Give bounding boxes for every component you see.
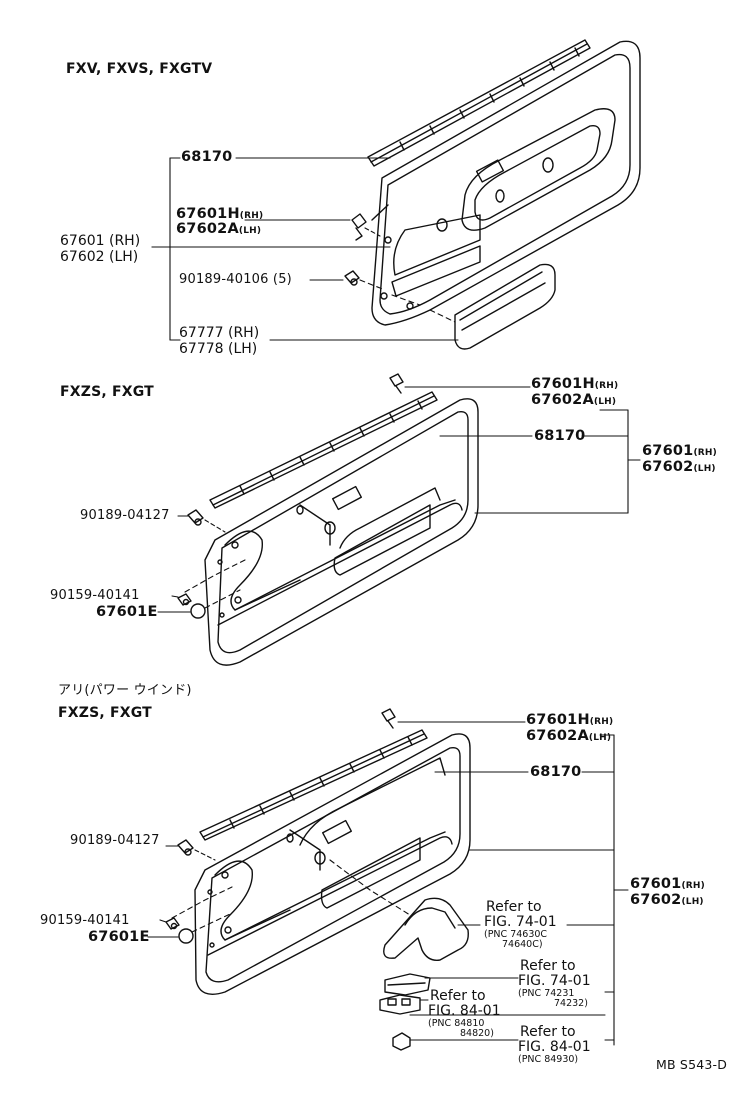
s3-callout-lines (147, 721, 629, 1046)
s3-ref-fig74-handle: Refer to FIG. 74-01 (PNC 74630C 74640C) (484, 900, 557, 950)
s3-ref3-pnc-b: 84820) (460, 1028, 494, 1039)
s3-model-header: FXZS, FXGT (58, 705, 152, 721)
s3-ref2-line1: Refer to (520, 958, 576, 974)
s2-part-67602-side: (LH) (693, 464, 716, 474)
s3-part-67601E: 67601E (88, 929, 150, 945)
s2-fasteners (177, 373, 404, 619)
s1-part-67601H: 67601H(RH) (176, 207, 263, 224)
s3-ref4-pnc-a: (PNC 84930) (518, 1054, 579, 1065)
s3-ref4-line1: Refer to (520, 1024, 576, 1040)
footer-drawing-code: MB S543-D (656, 1057, 728, 1072)
s2-part-90189: 90189-04127 (80, 508, 170, 523)
s1-part-67602A-side: (LH) (238, 226, 262, 236)
s2-part-68170: 68170 (534, 428, 586, 444)
section2-drawing (157, 373, 641, 666)
s3-ref3-pnc-a: (PNC 84810 (428, 1018, 485, 1029)
s2-part-67601: 67601(RH) (642, 444, 717, 461)
section3-drawing (147, 708, 629, 1051)
s3-ref1-line2: FIG. 74-01 (484, 914, 557, 930)
s3-ref1-pnc-a: (PNC 74630C (484, 929, 548, 940)
s3-part-90189: 90189-04127 (70, 833, 160, 848)
s2-model-header: FXZS, FXGT (60, 384, 154, 400)
s3-part-67601: 67601(RH) (630, 877, 705, 894)
s2-part-67601E: 67601E (96, 604, 158, 620)
s1-part-68170: 68170 (181, 149, 233, 165)
s1-part-67601H-num: 67601H (176, 206, 240, 222)
s3-fasteners (165, 708, 396, 944)
s3-pull-handle (383, 897, 469, 961)
s1-callout-lines (151, 157, 459, 341)
s3-part-67601H-side: (RH) (589, 717, 614, 727)
s3-part-90159: 90159-40141 (40, 913, 130, 928)
s3-ref2-pnc-b: 74232) (554, 998, 588, 1009)
s2-door-trim-panel (204, 398, 479, 666)
s3-part-68170: 68170 (530, 764, 582, 780)
s3-part-67601H-num: 67601H (526, 712, 590, 728)
s1-part-67777: 67777 (RH) (179, 325, 260, 341)
s1-part-67778: 67778 (LH) (179, 341, 258, 357)
s1-screw-90189 (344, 270, 360, 286)
s3-part-67602-side: (LH) (681, 897, 704, 907)
s2-part-67601H-side: (RH) (594, 381, 619, 391)
s2-weatherstrip-68170 (209, 391, 438, 509)
s1-part-67601: 67601 (RH) (60, 233, 141, 249)
s3-part-67601H: 67601H(RH) (526, 713, 613, 730)
s3-ref3-line1: Refer to (430, 988, 486, 1004)
s3-part-67602A: 67602A(LH) (526, 729, 611, 746)
s3-part-67602-num: 67602 (630, 892, 682, 908)
s3-ref-fig84-small-switch: Refer to FIG. 84-01 (PNC 84930) (518, 1025, 591, 1065)
s1-part-67601H-side: (RH) (239, 211, 264, 221)
s3-door-trim-panel (194, 733, 471, 995)
s2-part-67602-num: 67602 (642, 459, 694, 475)
s2-part-67602A: 67602A(LH) (531, 393, 616, 410)
s3-ref1-pnc-b: 74640C) (502, 939, 543, 950)
s1-weatherstrip-68170 (367, 39, 591, 167)
s3-small-switch (392, 1032, 411, 1051)
s3-power-window-note: アリ(パワー ウインド) (58, 683, 192, 698)
s3-ref1-line1: Refer to (486, 899, 542, 915)
s3-ref3-line2: FIG. 84-01 (428, 1003, 501, 1019)
s1-part-67777-67778: 67777 (RH) 67778 (LH) (179, 325, 259, 357)
s3-ref-fig74-bezel: Refer to FIG. 74-01 (PNC 74231 74232) (518, 959, 591, 1009)
s2-part-67602A-num: 67602A (531, 392, 594, 408)
s1-part-67602A-num: 67602A (176, 221, 239, 237)
s3-part-67602A-num: 67602A (526, 728, 589, 744)
s1-armrest-67777 (454, 263, 556, 350)
s1-part-67602: 67602 (LH) (60, 249, 139, 265)
section1-drawing (151, 39, 641, 350)
s2-part-67602: 67602(LH) (642, 460, 716, 477)
s1-part-90189: 90189-40106 (5) (179, 272, 292, 287)
s1-clip-67601H (351, 213, 367, 241)
s3-part-67601-side: (RH) (681, 881, 705, 891)
s1-door-trim-panel (371, 40, 641, 326)
s3-part-67602A-side: (LH) (588, 733, 612, 743)
s2-part-67601-side: (RH) (693, 448, 717, 458)
s3-ref-fig84-switch: Refer to FIG. 84-01 (PNC 84810 84820) (428, 989, 501, 1039)
s2-callout-lines (157, 386, 641, 613)
s2-part-67601H: 67601H(RH) (531, 377, 618, 394)
s2-part-67601H-num: 67601H (531, 376, 595, 392)
s2-part-67602A-side: (LH) (593, 397, 617, 407)
s3-weatherstrip-68170 (199, 729, 428, 841)
s1-part-67601-67602: 67601 (RH) 67602 (LH) (60, 233, 140, 265)
s3-ref4-line2: FIG. 84-01 (518, 1039, 591, 1055)
s1-part-67602A: 67602A(LH) (176, 222, 261, 239)
s2-part-67601-num: 67601 (642, 443, 694, 459)
s3-ref2-pnc-a: (PNC 74231 (518, 988, 575, 999)
s1-model-header: FXV, FXVS, FXGTV (66, 61, 213, 77)
s3-part-67602: 67602(LH) (630, 893, 704, 910)
s3-switch-bezel (384, 973, 431, 996)
s3-part-67601-num: 67601 (630, 876, 682, 892)
s3-window-switch (379, 994, 421, 1015)
s2-part-90159: 90159-40141 (50, 588, 140, 603)
s3-ref2-line2: FIG. 74-01 (518, 973, 591, 989)
